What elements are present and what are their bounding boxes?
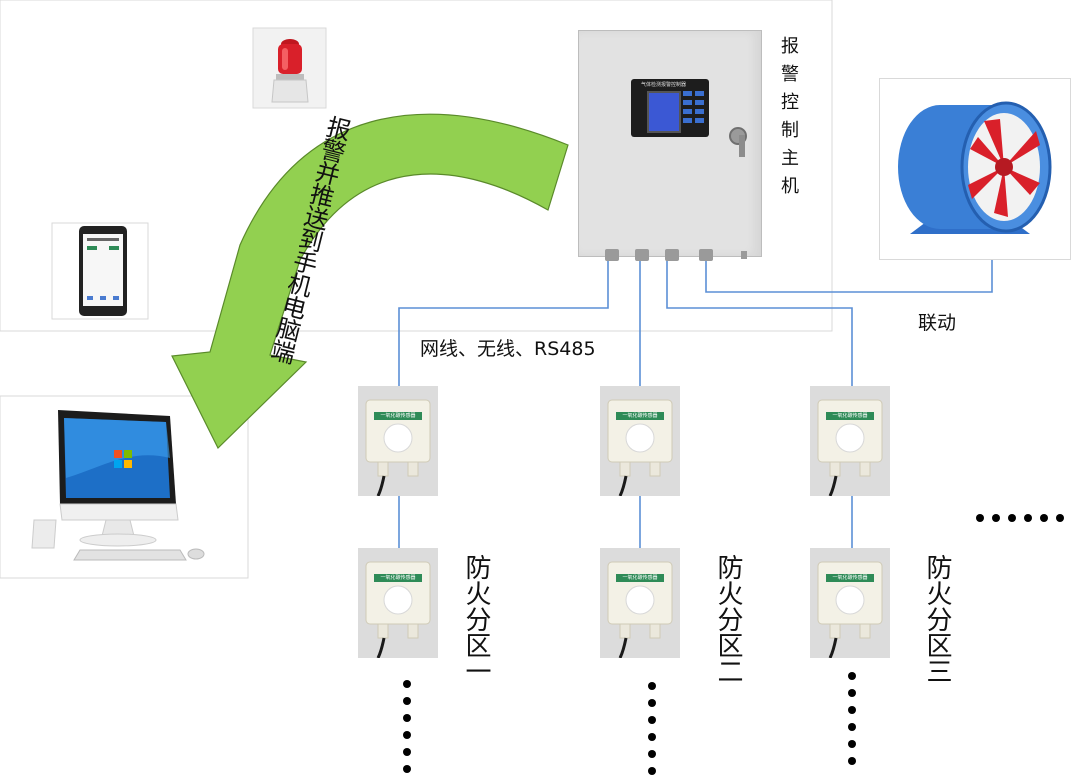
controller-screen-title: 气体检测报警控制器 [641,82,687,88]
bus-wires [398,258,993,548]
network-label: 网线、无线、RS485 [420,338,596,360]
more-sensors-zone-3 [848,672,856,765]
controller-panel: 气体检测报警控制器 [631,79,709,137]
controller-screen [647,91,681,133]
gas-sensor-icon: 一氧化碳传感器 [358,548,438,659]
sensor-label: 一氧化碳传感器 [622,575,658,581]
gas-sensor-icon: 一氧化碳传感器 [810,548,890,659]
wire-zone-3 [666,258,853,388]
wire-zone-1 [398,258,609,388]
desktop-computer-icon [30,408,230,568]
sensor-label: 一氧化碳传感器 [832,413,868,419]
axial-fan-icon [898,101,1052,234]
more-sensors-zone-2 [648,682,656,775]
smartphone-icon [77,226,129,316]
sensor-label: 一氧化碳传感器 [832,575,868,581]
gas-sensor-icon: 一氧化碳传感器 [810,386,890,497]
link-label: 联动 [918,312,957,334]
controller-keypad [683,91,705,131]
gas-sensor-icon: 一氧化碳传感器 [358,386,438,497]
sensor-label: 一氧化碳传感器 [622,413,658,419]
cabinet-key [739,135,745,157]
controller-cabinet-icon: 气体检测报警控制器 [578,30,762,261]
notify-arrow [171,113,569,450]
axial-fan-frame [879,78,1071,260]
gas-sensor-icon: 一氧化碳传感器 [600,548,680,659]
sensor-label: 一氧化碳传感器 [380,413,416,419]
sensor-label: 一氧化碳传感器 [380,575,416,581]
alarm-light-icon [264,34,316,106]
more-zones [976,514,1064,522]
zone-label-2: 防火分区二 [713,554,743,684]
wire-fan-link [705,258,993,293]
more-sensors-zone-1 [403,680,411,773]
arrow-caption: 报警并推送到手机电脑端 [265,100,385,420]
zone-label-1: 防火分区一 [461,554,491,684]
controller-frame [0,0,833,332]
gas-sensor-icon: 一氧化碳传感器 [600,386,680,497]
zone-label-3: 防火分区三 [922,554,952,684]
cable-glands [599,249,749,263]
controller-label: 报警控制主机 [778,36,799,204]
